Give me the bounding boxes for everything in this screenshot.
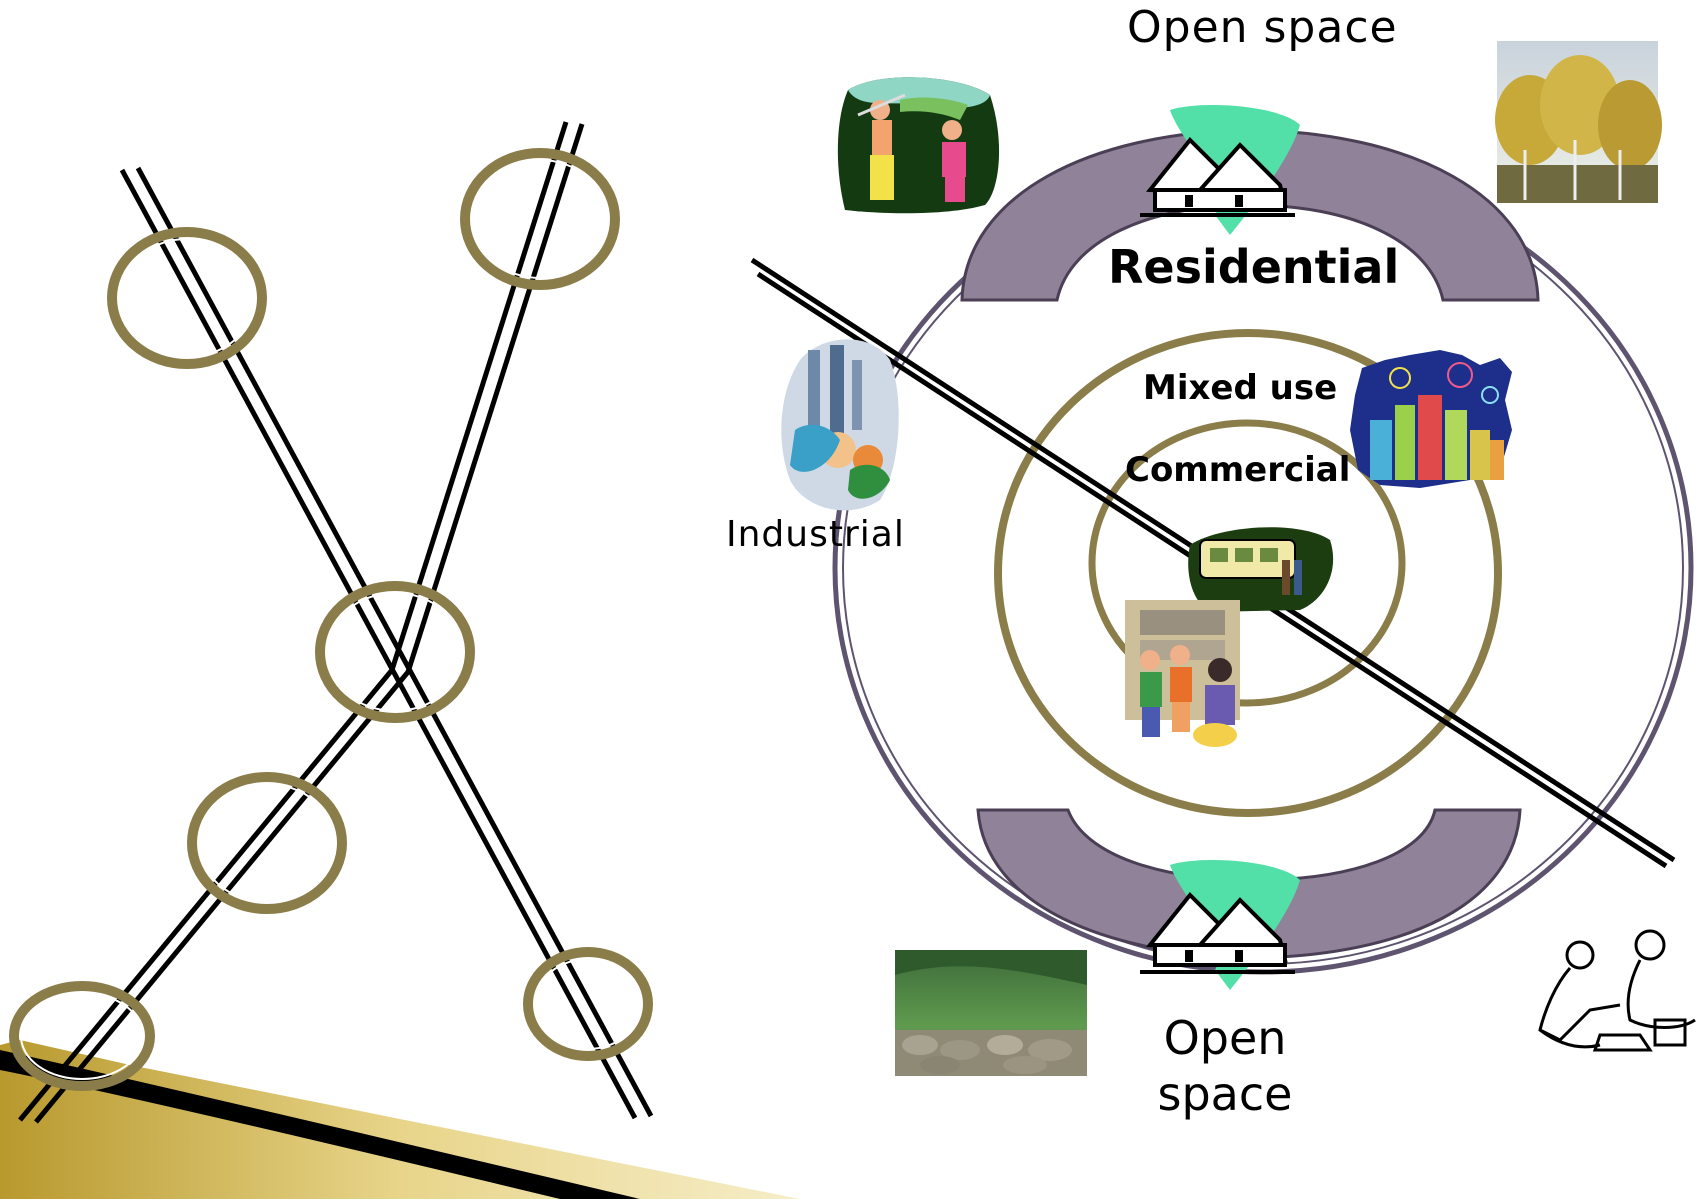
industrial-label: Industrial xyxy=(726,514,905,555)
industrial-clipart xyxy=(781,339,899,511)
mixed-use-ring xyxy=(994,329,1502,817)
transit-node xyxy=(187,772,347,914)
houses-clipart-top xyxy=(1140,105,1300,235)
transit-node xyxy=(107,227,267,369)
stone-wall-photo xyxy=(895,950,1087,1076)
houses-clipart-bottom xyxy=(1140,860,1300,990)
commercial-label: Commercial xyxy=(1125,450,1351,490)
picnic-clipart xyxy=(1538,929,1696,1052)
transit-node xyxy=(315,581,475,723)
transit-node xyxy=(523,947,653,1061)
transit-node xyxy=(9,981,155,1091)
golfers-clipart xyxy=(837,77,1000,214)
open-space-top-label: Open space xyxy=(1127,2,1398,53)
commercial-ring xyxy=(1088,419,1406,707)
residential-label: Residential xyxy=(1108,240,1400,294)
shoppers-clipart xyxy=(1125,600,1240,747)
train-clipart xyxy=(1188,527,1334,612)
aspen-trees-photo xyxy=(1495,41,1662,203)
mixed-use-label: Mixed use xyxy=(1143,368,1338,408)
transit-nodes xyxy=(9,148,653,1091)
slide-corner-decoration xyxy=(0,1040,800,1199)
city-fireworks-clipart xyxy=(1350,350,1512,488)
transit-node xyxy=(460,148,620,290)
open-space-bottom-label: Open space xyxy=(1157,1011,1293,1121)
